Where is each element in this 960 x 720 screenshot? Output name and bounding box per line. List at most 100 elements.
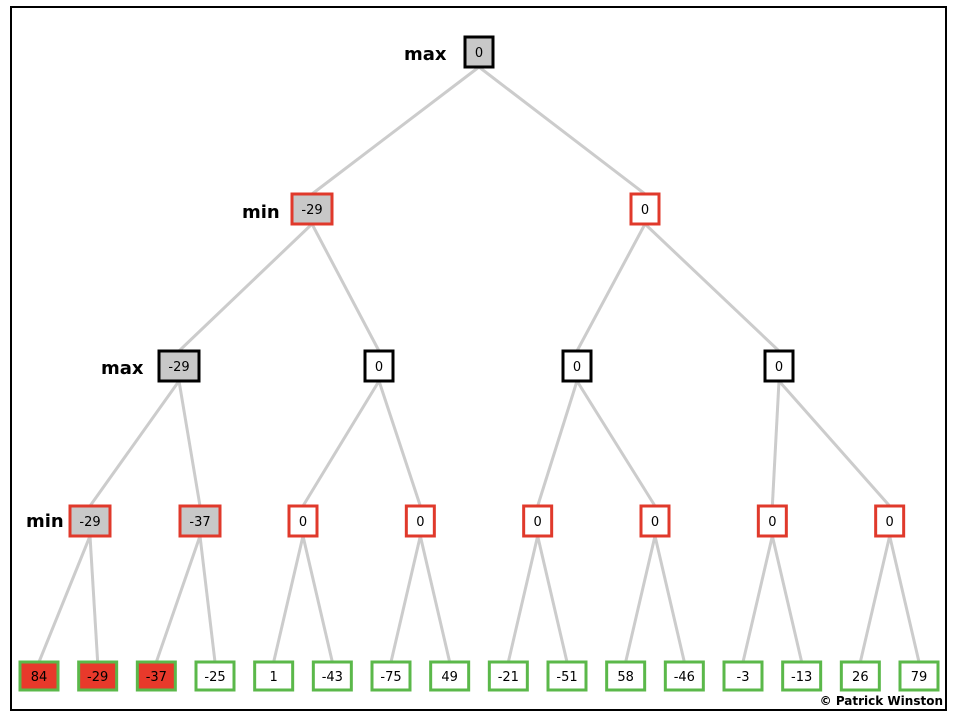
node-box <box>157 349 201 383</box>
node-value: 1 <box>270 670 278 685</box>
level-label-min-1: min <box>242 202 280 223</box>
tree-edge <box>770 535 804 663</box>
node-box <box>311 660 353 692</box>
tree-node-L3-0: -29 <box>68 504 112 538</box>
tree-node-L4-1: -29 <box>77 660 119 692</box>
node-box <box>522 504 554 538</box>
node-value: -29 <box>79 515 100 530</box>
tree-node-L4-8: -21 <box>487 660 529 692</box>
tree-node-L4-5: -43 <box>311 660 353 692</box>
tree-edge <box>177 380 202 507</box>
tree-node-L3-3: 0 <box>404 504 436 538</box>
node-value: 0 <box>375 360 383 375</box>
tree-node-L2-0: -29 <box>157 349 201 383</box>
tree-node-L4-10: 58 <box>605 660 647 692</box>
node-value: -46 <box>674 670 695 685</box>
tree-node-L4-4: 1 <box>253 660 295 692</box>
node-box <box>290 192 334 226</box>
node-value: 49 <box>441 670 458 685</box>
node-value: -29 <box>301 203 322 218</box>
tree-edge <box>536 535 569 663</box>
tree-node-L4-11: -46 <box>663 660 705 692</box>
copyright-text: © Patrick Winston <box>820 694 943 708</box>
node-value: -43 <box>322 670 343 685</box>
node-box <box>874 504 906 538</box>
node-box <box>605 660 647 692</box>
node-value: 0 <box>886 515 894 530</box>
tree-edge <box>624 535 657 663</box>
tree-node-L3-7: 0 <box>874 504 906 538</box>
tree-edge <box>858 535 892 663</box>
level-label-max-root: max <box>404 44 447 65</box>
tree-node-L0-0: 0 <box>463 35 495 69</box>
node-value: 0 <box>573 360 581 375</box>
node-box <box>194 660 236 692</box>
node-value: -29 <box>168 360 189 375</box>
tree-node-L3-6: 0 <box>756 504 788 538</box>
node-value: 0 <box>775 360 783 375</box>
node-value: -37 <box>189 515 210 530</box>
tree-edge <box>888 535 921 663</box>
tree-node-L3-1: -37 <box>178 504 222 538</box>
node-box <box>18 660 60 692</box>
node-box <box>898 660 940 692</box>
level-label-min-3: min <box>26 511 64 532</box>
node-box <box>722 660 764 692</box>
tree-edge <box>310 223 381 352</box>
tree-edge <box>37 535 92 663</box>
tree-edge <box>377 380 422 507</box>
tree-edge <box>198 535 217 663</box>
node-box <box>781 660 823 692</box>
node-value: 58 <box>617 670 634 685</box>
tree-node-L3-5: 0 <box>639 504 671 538</box>
tree-node-L2-2: 0 <box>561 349 593 383</box>
tree-node-L4-14: 26 <box>839 660 881 692</box>
node-box <box>135 660 177 692</box>
node-value: 0 <box>651 515 659 530</box>
tree-edge <box>389 535 422 663</box>
node-value: 26 <box>852 670 869 685</box>
tree-node-L4-2: -37 <box>135 660 177 692</box>
node-box <box>370 660 412 692</box>
tree-edge <box>536 380 579 507</box>
node-value: -13 <box>791 670 812 685</box>
node-box <box>756 504 788 538</box>
node-box <box>429 660 471 692</box>
node-value: -37 <box>146 670 167 685</box>
node-value: -51 <box>556 670 577 685</box>
node-value: 0 <box>768 515 776 530</box>
node-value: 0 <box>299 515 307 530</box>
tree-node-L4-15: 79 <box>898 660 940 692</box>
tree-node-L1-1: 0 <box>629 192 661 226</box>
tree-node-L2-1: 0 <box>363 349 395 383</box>
tree-edge <box>88 380 181 507</box>
node-value: 0 <box>475 46 483 61</box>
node-box <box>68 504 112 538</box>
node-box <box>77 660 119 692</box>
node-box <box>363 349 395 383</box>
tree-node-L3-2: 0 <box>287 504 319 538</box>
node-box <box>287 504 319 538</box>
node-box <box>487 660 529 692</box>
tree-edge <box>770 380 781 507</box>
node-box <box>546 660 588 692</box>
node-box <box>839 660 881 692</box>
tree-edge <box>88 535 100 663</box>
tree-edges <box>37 65 921 663</box>
tree-node-L4-13: -13 <box>781 660 823 692</box>
tree-edge <box>575 223 647 352</box>
tree-edge <box>643 222 781 353</box>
node-value: 0 <box>534 515 542 530</box>
tree-edge <box>301 535 334 663</box>
level-label-max-2: max <box>101 358 144 379</box>
tree-edge <box>272 535 305 663</box>
tree-edge <box>777 380 891 507</box>
tree-node-L4-12: -3 <box>722 660 764 692</box>
node-value: 0 <box>416 515 424 530</box>
tree-edge <box>418 535 452 663</box>
node-value: 84 <box>31 670 48 685</box>
node-value: 79 <box>911 670 928 685</box>
node-box <box>629 192 661 226</box>
tree-node-L4-7: 49 <box>429 660 471 692</box>
